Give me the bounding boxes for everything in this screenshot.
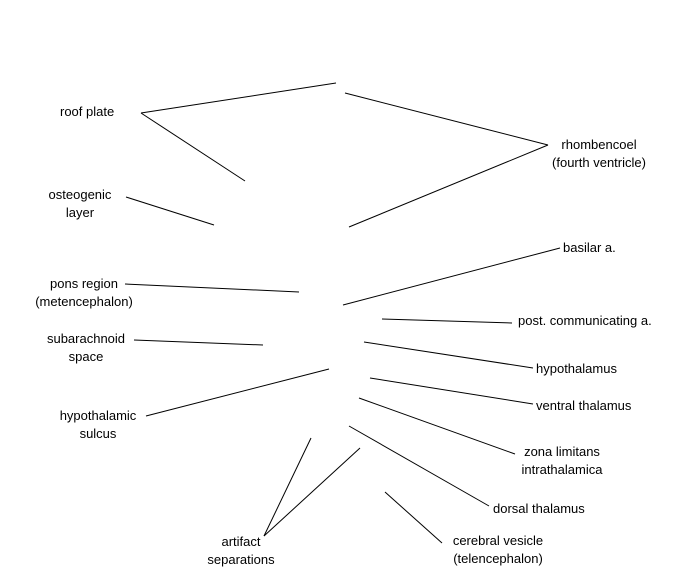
label-subarachnoid-space: subarachnoid space xyxy=(46,331,126,364)
leader-post-communicating-a xyxy=(381,318,513,324)
leader-artifact-separations-left xyxy=(263,437,312,537)
label-rhombencoel: rhombencoel (fourth ventricle) xyxy=(552,137,646,170)
label-post-communicating-a: post. communicating a. xyxy=(518,313,652,328)
leader-rhombencoel-lower xyxy=(348,144,549,228)
leader-rhombencoel-upper xyxy=(344,92,549,146)
leader-hypothalamus xyxy=(363,341,534,369)
label-dorsal-thalamus: dorsal thalamus xyxy=(493,501,585,516)
leader-dorsal-thalamus xyxy=(348,425,490,507)
label-basilar-a: basilar a. xyxy=(563,240,616,255)
leader-ventral-thalamus xyxy=(369,377,534,405)
label-hypothalamus: hypothalamus xyxy=(536,361,617,376)
label-artifact-separations: artifact separations xyxy=(207,534,275,567)
leader-roof-plate-lower xyxy=(140,112,246,182)
leader-hypothalamic-sulcus xyxy=(145,368,330,417)
leader-roof-plate-upper xyxy=(140,82,337,114)
label-pons-region: pons region (metencephalon) xyxy=(35,276,133,309)
leader-zona-limitans xyxy=(358,397,516,455)
leader-pons-region xyxy=(124,283,300,293)
label-hypothalamic-sulcus: hypothalamic sulcus xyxy=(59,408,137,441)
label-osteogenic-layer: osteogenic layer xyxy=(48,187,112,220)
leader-subarachnoid-space xyxy=(133,339,264,346)
leader-osteogenic-layer xyxy=(125,196,215,226)
leader-cerebral-vesicle xyxy=(384,491,443,544)
label-roof-plate: roof plate xyxy=(60,104,115,119)
leader-artifact-separations-right xyxy=(263,447,361,537)
leader-basilar-a xyxy=(342,247,561,306)
label-ventral-thalamus: ventral thalamus xyxy=(536,398,632,413)
label-cerebral-vesicle: cerebral vesicle (telencephalon) xyxy=(452,533,544,566)
label-zona-limitans: zona limitans intrathalamica xyxy=(521,444,603,477)
